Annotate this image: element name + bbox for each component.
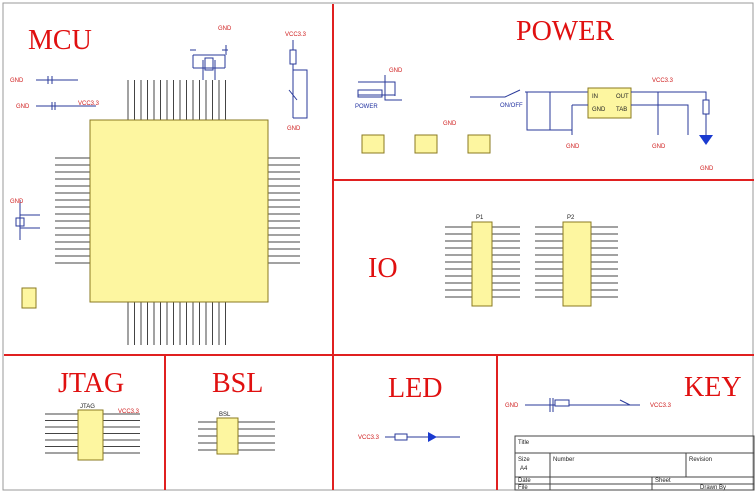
header-gnd — [414, 134, 438, 154]
power-switch: ON/OFF — [470, 89, 588, 131]
voltage-regulator — [587, 87, 632, 119]
crystal-circuit: GND — [190, 26, 232, 80]
gnd-label: GND — [566, 144, 580, 150]
bsl-header — [216, 417, 239, 455]
section-title-io: IO — [368, 253, 398, 284]
section-title-key: KEY — [684, 372, 742, 403]
regulator-tab-pin: TAB — [616, 107, 627, 113]
gnd-label: GND — [287, 126, 301, 132]
vcc-label: VCC3.3 — [650, 403, 672, 409]
crystal-32k: GND — [10, 199, 40, 240]
switch-label: ON/OFF — [500, 103, 523, 109]
led-circuit: VCC3.3 — [358, 432, 460, 442]
io-p2-label: P2 — [567, 215, 575, 221]
title-block-title: Title — [518, 440, 530, 446]
section-title-power: POWER — [516, 16, 614, 47]
jtag-ref-label: JTAG — [80, 404, 95, 410]
gnd-label: GND — [443, 121, 457, 127]
jtag-pins — [45, 413, 140, 454]
power-led-icon — [699, 135, 713, 145]
mcu-pins — [55, 80, 300, 345]
io-header-p1 — [471, 221, 493, 307]
io-header-p2 — [562, 221, 592, 307]
regulator-out-pin: OUT — [616, 94, 629, 100]
gnd-label: GND — [16, 104, 30, 110]
section-title-led: LED — [388, 373, 442, 404]
section-title-mcu: MCU — [28, 25, 92, 56]
title-block-number-label: Number — [553, 457, 574, 463]
reset-circuit: VCC3.3 GND — [285, 32, 308, 132]
decoupling-caps: GND GND VCC3.3 — [10, 76, 100, 110]
header-small-mcu — [21, 287, 37, 309]
title-block-size-label: Size — [518, 457, 530, 463]
title-block-sheet-label: Sheet — [655, 478, 671, 484]
bsl-pins — [198, 421, 275, 451]
led-resistor — [702, 99, 710, 115]
vcc-label: VCC3.3 — [78, 101, 100, 107]
io-p1-label: P1 — [476, 215, 484, 221]
gnd-label: GND — [700, 166, 714, 172]
regulator-wiring — [571, 91, 707, 140]
title-block-date-label: Date — [518, 478, 531, 484]
header-3v3 — [467, 134, 491, 154]
gnd-label: GND — [505, 403, 519, 409]
mcu-chip — [89, 119, 269, 303]
title-block — [514, 435, 755, 491]
io-pins — [445, 226, 618, 298]
gnd-label: GND — [652, 144, 666, 150]
bsl-ref-label: BSL — [219, 412, 231, 418]
vcc-label: VCC3.3 — [652, 78, 674, 84]
vcc-label: VCC3.3 — [118, 409, 140, 415]
gnd-label: GND — [389, 68, 403, 74]
gnd-label: GND — [218, 26, 232, 32]
header-5v — [361, 134, 385, 154]
regulator-gnd-pin: GND — [592, 107, 606, 113]
title-block-drawn-label: Drawn By — [700, 485, 726, 491]
title-block-file-label: File — [518, 485, 528, 491]
title-block-revision-label: Revision — [689, 457, 712, 463]
section-title-bsl: BSL — [212, 368, 263, 399]
power-jack: POWER GND — [355, 68, 403, 110]
power-jack-label: POWER — [355, 104, 378, 110]
gnd-label: GND — [10, 78, 24, 84]
gnd-label: GND — [10, 199, 24, 205]
jtag-header — [77, 409, 104, 461]
title-block-size-value: A4 — [520, 466, 528, 472]
vcc-label: VCC3.3 — [285, 32, 307, 38]
section-title-jtag: JTAG — [58, 368, 124, 399]
vcc-label: VCC3.3 — [358, 435, 380, 441]
regulator-in-pin: IN — [592, 94, 598, 100]
key-circuit: GND VCC3.3 — [505, 398, 672, 412]
